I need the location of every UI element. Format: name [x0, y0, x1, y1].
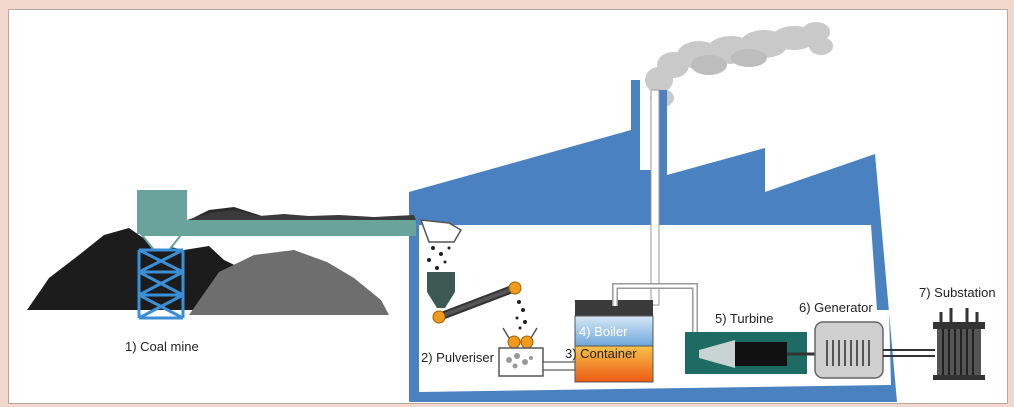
powder-pipe — [542, 361, 576, 371]
feeder-belt-inner — [438, 286, 516, 319]
falling-coal-top — [427, 246, 451, 270]
coal-heap-grey — [189, 250, 389, 315]
conveyor-tower-head — [137, 190, 187, 234]
coal-power-station-diagram — [27, 22, 985, 402]
coal-silo — [427, 272, 455, 308]
label-coal-mine: 1) Coal mine — [125, 339, 199, 354]
turbine-shaft-housing — [735, 342, 787, 366]
diagram-frame: 1) Coal mine 2) Pulveriser 3) Container … — [8, 9, 1008, 404]
boiler-top-coal — [575, 300, 653, 316]
smoke-plume — [645, 22, 833, 107]
pulverised-powder — [506, 353, 533, 369]
steam-pipe-inner — [613, 284, 697, 332]
coal-hopper-chute — [419, 219, 463, 243]
container-fire — [574, 345, 654, 383]
pulveriser-roller-right — [520, 335, 534, 349]
pulveriser-funnel — [502, 327, 538, 339]
label-container: 3) Container — [565, 346, 637, 361]
pulveriser-roller-left — [507, 335, 521, 349]
generator-body — [814, 321, 884, 379]
pulveriser-box — [498, 347, 544, 377]
chimney-flue — [650, 89, 660, 306]
falling-coal-pulveriser — [515, 300, 527, 330]
label-substation: 7) Substation — [919, 285, 996, 300]
conveyor-belt — [174, 220, 416, 236]
conveyor-lattice-tower — [137, 248, 185, 320]
feeder-roller-right — [508, 281, 522, 295]
label-boiler: 4) Boiler — [579, 324, 628, 339]
label-pulveriser: 2) Pulveriser — [421, 350, 494, 365]
generator-coils — [826, 340, 870, 366]
substation-transformer — [933, 308, 985, 380]
label-generator: 6) Generator — [799, 300, 873, 315]
turbine-rotor — [699, 340, 735, 368]
coal-on-belt — [187, 210, 416, 220]
label-turbine: 5) Turbine — [715, 311, 774, 326]
boiler-body — [574, 315, 654, 347]
feeder-roller-left — [432, 310, 446, 324]
